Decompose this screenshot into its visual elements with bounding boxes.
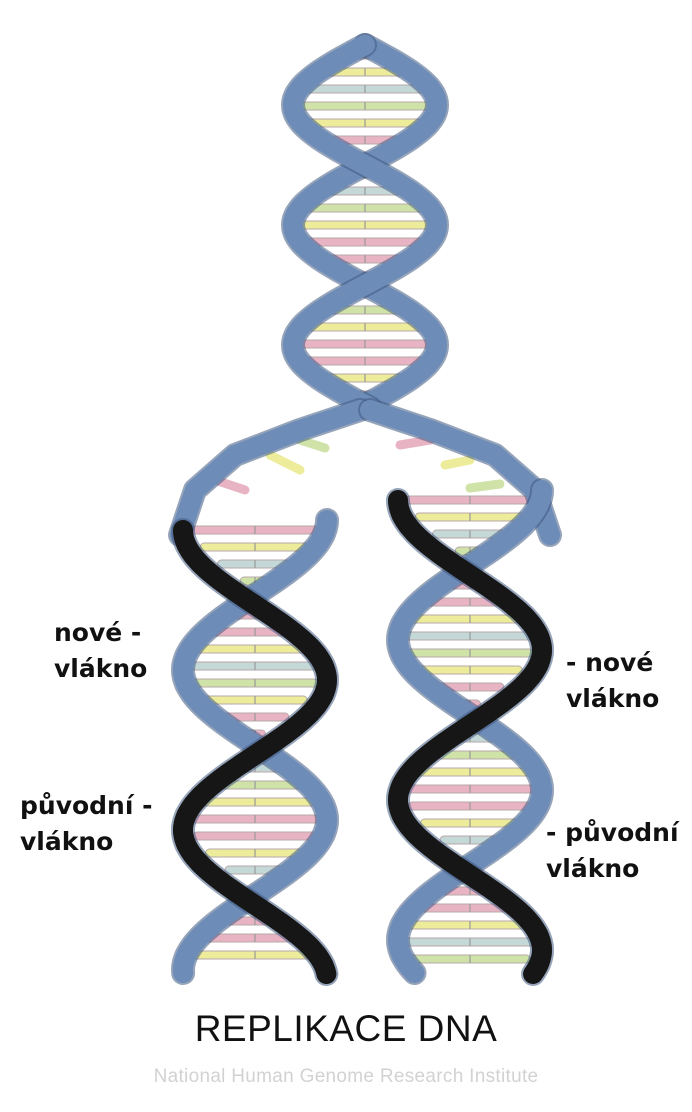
label-line: vlákno [566, 681, 659, 717]
loose-base [270, 455, 300, 470]
credit-watermark: National Human Genome Research Institute [0, 1066, 692, 1088]
loose-base [445, 460, 470, 465]
label-line: - nové [566, 645, 659, 681]
label-original-strand-left: původní - vlákno [20, 788, 153, 860]
label-new-strand-right: - nové vlákno [566, 645, 659, 717]
label-line: - původní [546, 815, 679, 851]
label-new-strand-left: nové - vlákno [54, 615, 147, 687]
base-pairs [189, 51, 536, 963]
label-line: původní - [20, 788, 153, 824]
label-line: vlákno [20, 824, 153, 860]
label-original-strand-right: - původní vlákno [546, 815, 679, 887]
loose-base [470, 484, 500, 488]
label-line: nové - [54, 615, 147, 651]
left-daughter-new-strand [183, 530, 327, 974]
label-line: vlákno [54, 651, 147, 687]
label-line: vlákno [546, 851, 679, 887]
diagram-title: REPLIKACE DNA [0, 1008, 692, 1050]
